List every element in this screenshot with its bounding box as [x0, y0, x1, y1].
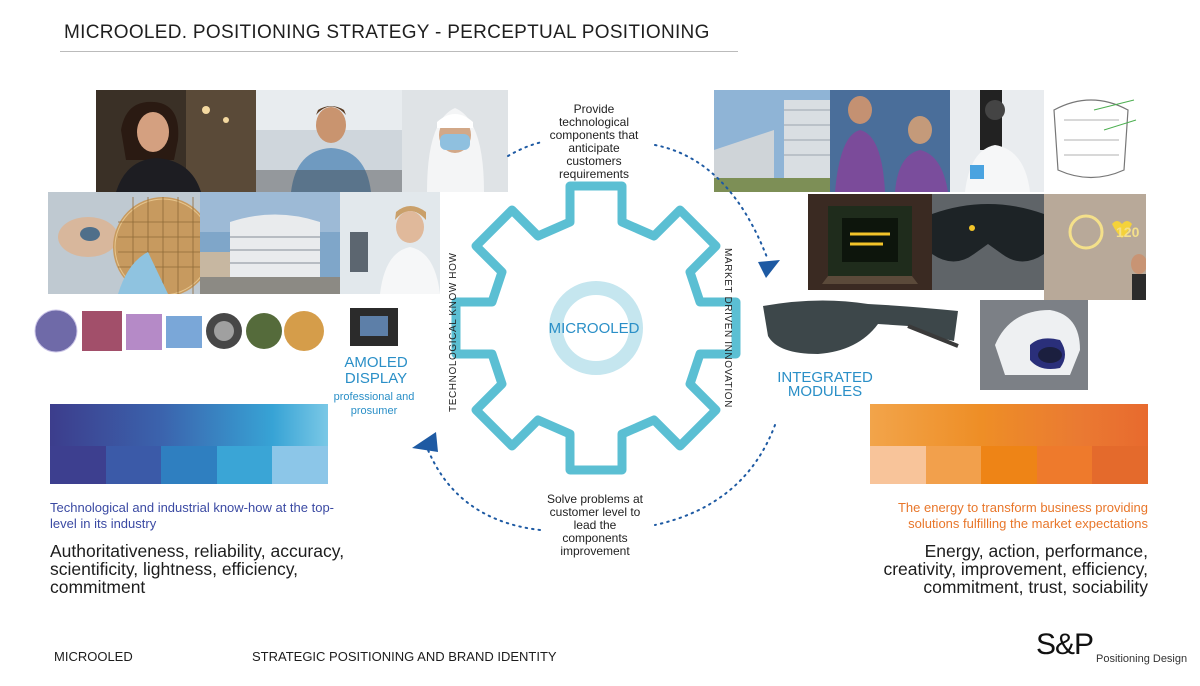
photo-sport-glasses [758, 296, 962, 362]
swatch-4 [1036, 446, 1093, 484]
photo-vr-headset [980, 300, 1088, 390]
arrow-right-icon [758, 260, 780, 278]
left-gradient-bar [50, 404, 328, 446]
process-strip [34, 306, 334, 356]
photo-smart-glasses [932, 194, 1044, 290]
photo-engineers [830, 90, 950, 192]
gear-label: MICROOLED [548, 320, 640, 337]
right-palette [870, 446, 1148, 484]
arc-top-left [507, 141, 543, 157]
vertical-label-left: TECHNOLOGICAL KNOW HOW [448, 252, 459, 412]
gear-icon [451, 181, 741, 475]
photo-wafer-eye [48, 192, 200, 294]
sp-logo: S&P [1036, 628, 1094, 661]
left-values: Authoritativeness, reliability, accuracy… [50, 541, 345, 597]
right-values: Energy, action, performance, creativity,… [883, 541, 1148, 597]
swatch-2 [105, 446, 162, 484]
page-title: MICROOLED. POSITIONING STRATEGY - PERCEP… [64, 22, 710, 43]
photo-microdisplay-chip [808, 194, 932, 290]
left-palette [50, 446, 328, 484]
swatch-5 [272, 446, 328, 484]
footer-subtitle: STRATEGIC POSITIONING AND BRAND IDENTITY [252, 649, 557, 664]
sp-logo-subtitle: Positioning Design [1096, 653, 1188, 665]
amoled-display-subtitle: professional and prosumer [333, 391, 415, 417]
right-gradient-bar [870, 404, 1148, 446]
photo-lab-scientist [340, 192, 440, 294]
arc-top-right [654, 144, 769, 261]
photo-microscope [950, 90, 1044, 192]
cycle-diagram [412, 141, 780, 531]
vertical-label-right: MARKET DRIVEN INNOVATION [722, 248, 733, 408]
photo-campus [714, 90, 830, 192]
arc-bottom-right [654, 424, 776, 526]
photo-woman-on-phone [96, 90, 256, 192]
swatch-4 [216, 446, 273, 484]
technical-drawing [1044, 90, 1138, 192]
swatch-2 [925, 446, 982, 484]
arrow-left-icon [412, 432, 438, 452]
swatch-1 [50, 446, 106, 484]
hud-readout: 120 [1116, 224, 1140, 240]
left-description: Technological and industrial know-how at… [50, 500, 335, 531]
arc-bottom-left [425, 444, 541, 531]
right-description: The energy to transform business providi… [897, 500, 1148, 531]
footer-company: MICROOLED [54, 649, 133, 664]
swatch-3 [981, 446, 1037, 484]
photo-hud-runner: 120 [1044, 194, 1146, 300]
amoled-display-chip [350, 308, 398, 346]
cycle-bottom-text: Solve problems at customer level to lead… [546, 492, 644, 558]
title-divider [60, 51, 738, 52]
swatch-5 [1092, 446, 1148, 484]
photo-cleanroom-worker [402, 90, 508, 192]
swatch-1 [870, 446, 926, 484]
cycle-top-text: Provide technological components that an… [549, 102, 639, 181]
swatch-3 [161, 446, 217, 484]
amoled-display-title: AMOLED DISPLAY [344, 354, 408, 387]
photo-man-smiling [256, 90, 402, 192]
integrated-modules-title: INTEGRATED MODULES [777, 369, 873, 400]
photo-building [200, 192, 340, 294]
